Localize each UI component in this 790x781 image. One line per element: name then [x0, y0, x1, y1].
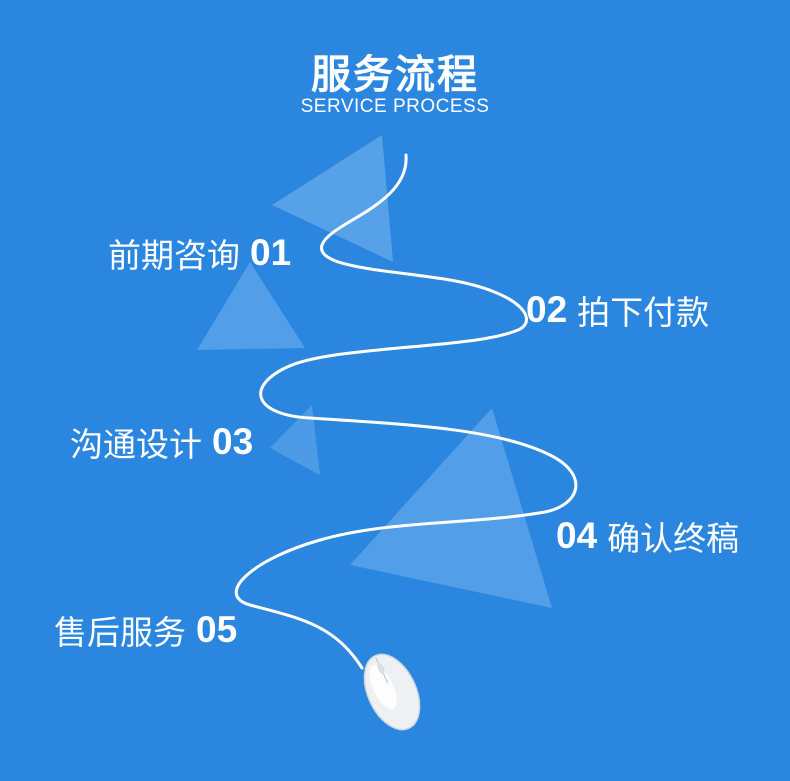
triangle-shape — [272, 135, 393, 262]
page-title: 服务流程 — [311, 52, 479, 98]
mouse-cable — [235, 153, 578, 670]
step-label: 确认终稿 — [607, 519, 740, 558]
step-final-confirmation: 04 确认终稿 — [556, 512, 739, 560]
step-number: 04 — [556, 515, 598, 556]
page-subtitle: SERVICE PROCESS — [300, 96, 490, 117]
step-after-sales: 售后服务 05 — [54, 606, 237, 654]
step-payment: 02 拍下付款 — [526, 286, 709, 334]
triangle-shape — [350, 408, 552, 608]
step-number: 01 — [250, 232, 292, 273]
step-number: 02 — [526, 289, 568, 330]
step-number: 03 — [212, 421, 254, 462]
step-design: 沟通设计 03 — [70, 418, 253, 466]
step-label: 沟通设计 — [70, 425, 202, 464]
step-number: 05 — [196, 609, 238, 650]
step-label: 拍下付款 — [577, 293, 710, 332]
computer-mouse-icon — [363, 653, 421, 731]
triangle-shape — [197, 262, 305, 350]
triangle-shape — [270, 405, 320, 475]
step-label: 售后服务 — [54, 613, 186, 652]
step-label: 前期咨询 — [108, 236, 240, 275]
step-consultation: 前期咨询 01 — [108, 229, 291, 277]
